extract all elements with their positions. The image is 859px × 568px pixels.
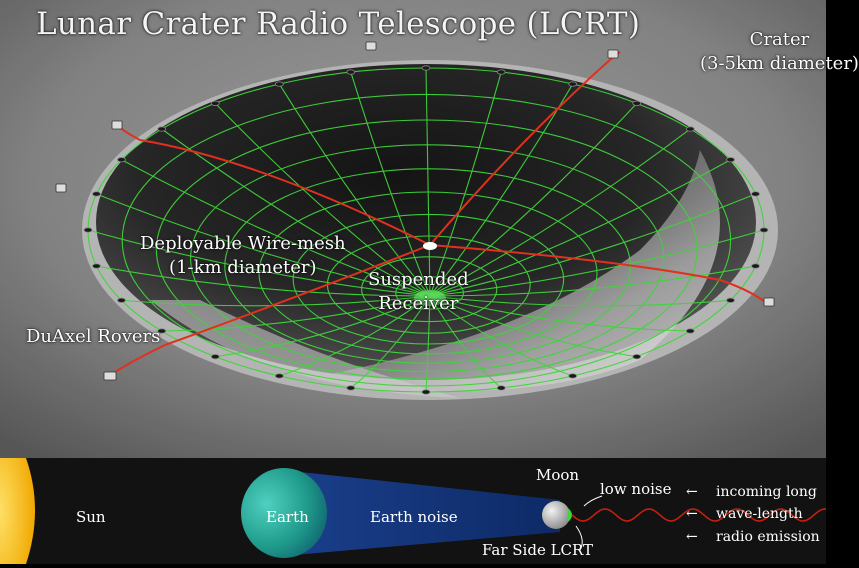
earth-label: Earth [266, 508, 309, 526]
earth-noise-cone [282, 470, 560, 556]
crater-label-line2: (3-5km diameter) [700, 53, 859, 74]
arrow-left-icon: ← [686, 506, 698, 522]
incoming-emission-label-line1: incoming long [716, 484, 817, 500]
rovers-label: DuAxel Rovers [26, 326, 161, 347]
crater-label-line1: Crater [749, 29, 810, 50]
incoming-emission-label-line3: radio emission [716, 529, 820, 545]
incoming-emission-label-line2: wave-length [716, 506, 803, 522]
crater-label: Crater (3-5km diameter) [700, 28, 859, 76]
low-noise-label: low noise [600, 480, 672, 498]
arrow-left-icon: ← [686, 529, 698, 545]
suspension-cables [111, 51, 769, 375]
moon-label: Moon [536, 466, 580, 484]
rover-icon [55, 41, 775, 381]
arrow-left-icon: ← [686, 484, 698, 500]
sun-shape [0, 458, 35, 564]
crater-scene [0, 0, 827, 564]
moon-shape [542, 501, 570, 529]
anchor-points [83, 65, 769, 395]
receiver-label-line1: Suspended [368, 269, 469, 290]
far-side-lcrt-shape [568, 508, 572, 522]
wire-mesh-label-line1: Deployable Wire-mesh [140, 233, 346, 254]
diagram-title: Lunar Crater Radio Telescope (LCRT) [36, 6, 641, 42]
sun-label: Sun [76, 508, 106, 526]
earth-noise-label: Earth noise [370, 508, 458, 526]
radio-wave [571, 508, 827, 522]
wire-mesh-label: Deployable Wire-mesh (1-km diameter) [140, 232, 346, 280]
earth-shape [241, 468, 327, 558]
receiver-label: Suspended Receiver [368, 268, 469, 316]
receiver-icon [423, 242, 437, 250]
receiver-label-line2: Receiver [378, 293, 459, 314]
far-side-lcrt-label: Far Side LCRT [482, 541, 594, 559]
wire-mesh-label-line2: (1-km diameter) [169, 257, 317, 278]
